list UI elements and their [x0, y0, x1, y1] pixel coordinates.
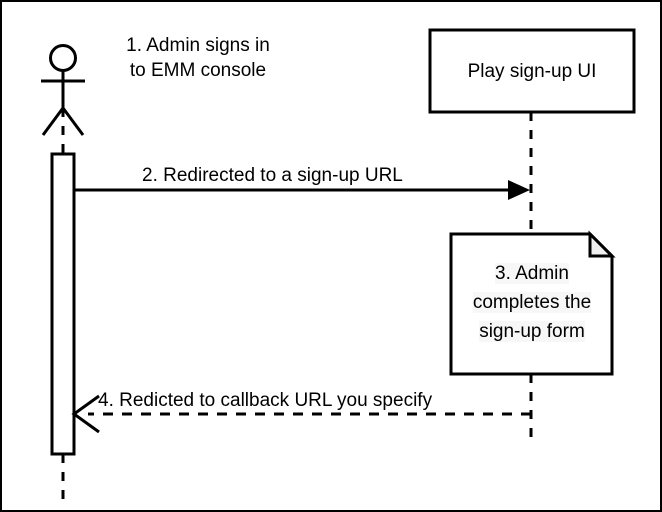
note-step3-text: 3. Admin completes the sign-up form — [454, 259, 610, 346]
message-4-arrow — [71, 394, 531, 434]
label-step1-line2: to EMM console — [129, 60, 267, 81]
label-step1-admin-signs-in: 1. Admin signs in to EMM console — [93, 33, 303, 83]
note-step3-line1: 3. Admin — [495, 263, 569, 284]
message-label-2: 2. Redirected to a sign-up URL — [142, 165, 403, 186]
message-label-4: 4. Redicted to callback URL you specify — [98, 390, 433, 411]
label-step1-line1: 1. Admin signs in — [126, 35, 270, 56]
participant-label-play-ui: Play sign-up UI — [467, 61, 597, 82]
actor-activation-bar — [50, 152, 76, 456]
note-step3-line3: sign-up form — [479, 321, 585, 342]
participant-box-play-ui — [428, 28, 636, 114]
actor-admin-icon — [41, 44, 85, 136]
note-step3-line2: completes the — [472, 292, 592, 313]
message-2-arrow — [74, 180, 530, 200]
